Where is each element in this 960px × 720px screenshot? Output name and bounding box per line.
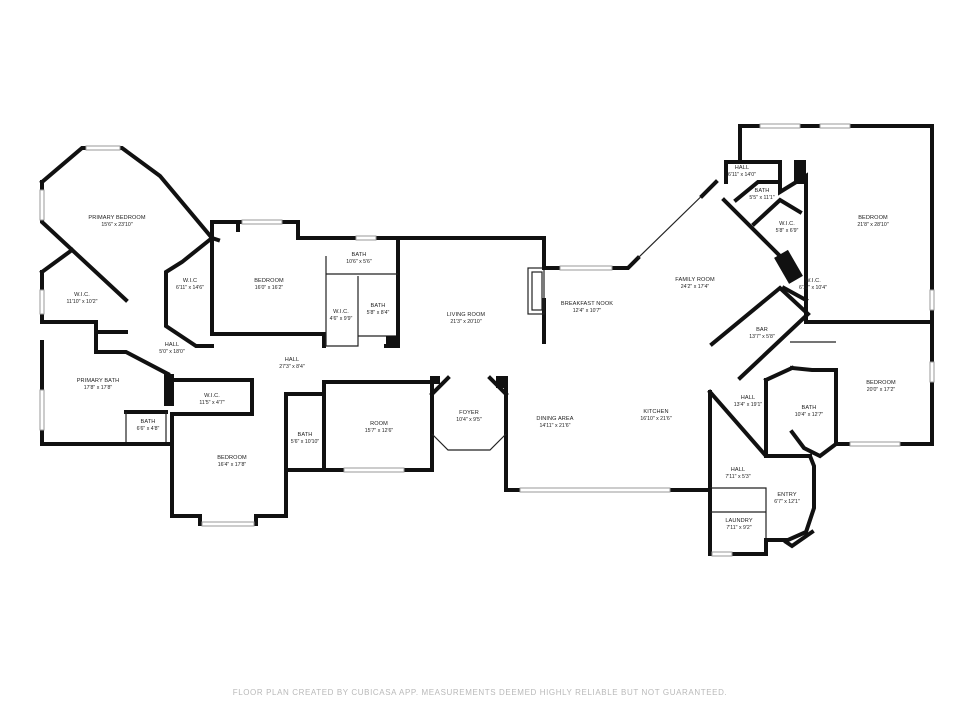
- room-dims: 7'11" x 5'3": [725, 474, 750, 480]
- room-dims: 24'2" x 17'4": [681, 284, 710, 290]
- room-dims: 17'8" x 17'8": [84, 385, 113, 391]
- room-dims: 27'3" x 8'4": [279, 364, 305, 370]
- room-name: BEDROOM: [254, 278, 284, 284]
- room-name: ROOM: [370, 421, 388, 427]
- room-name: FAMILY ROOM: [675, 277, 715, 283]
- room-name: LAUNDRY: [725, 518, 752, 524]
- room-dims: 16'4" x 17'8": [218, 462, 247, 468]
- room-dims: 6'6" x 4'8": [137, 426, 160, 432]
- room-name: KITCHEN: [643, 409, 668, 415]
- room-dims: 21'8" x 28'10": [857, 222, 888, 228]
- room-dims: 14'11" x 21'6": [540, 423, 571, 429]
- room-name: W.I.C: [183, 278, 197, 284]
- room-name: HALL: [731, 467, 745, 473]
- room-dims: 13'4" x 19'1": [734, 402, 763, 408]
- room-dims: 6'11" x 10'4": [799, 285, 827, 291]
- room-name: HALL: [735, 165, 749, 171]
- room-dims: 10'6" x 5'6": [346, 259, 372, 265]
- room-name: BREAKFAST NOOK: [561, 301, 613, 307]
- room-dims: 6'11" x 14'0": [728, 172, 756, 178]
- room-name: BATH: [755, 188, 770, 194]
- room-name: W.I.C.: [74, 292, 90, 298]
- room-dims: 11'5" x 4'7": [199, 400, 224, 406]
- room-name: ENTRY: [777, 492, 797, 498]
- room-dims: 5'0" x 18'0": [159, 349, 185, 355]
- room-name: BAR: [756, 327, 768, 333]
- walls: [39, 124, 934, 556]
- room-dims: 21'3" x 20'10": [450, 319, 481, 325]
- room-name: BEDROOM: [858, 215, 888, 221]
- room-dims: 16'10" x 21'6": [640, 416, 671, 422]
- room-name: DINING AREA: [536, 416, 573, 422]
- room-name: BATH: [298, 432, 313, 438]
- disclaimer-footer: FLOOR PLAN CREATED BY CUBICASA APP. MEAS…: [232, 688, 728, 697]
- room-dims: 5'8" x 8'4": [367, 310, 390, 316]
- room-dims: 13'7" x 5'8": [749, 334, 775, 340]
- room-name: HALL: [741, 395, 755, 401]
- room-name: HALL: [165, 342, 179, 348]
- room-name: BEDROOM: [217, 455, 247, 461]
- room-dims: 5'8" x 6'9": [776, 228, 799, 234]
- room-name: BATH: [802, 405, 817, 411]
- room-labels: PRIMARY BEDROOM 15'6" x 23'10" W.I.C. 11…: [67, 165, 896, 531]
- room-name: FOYER: [459, 410, 479, 416]
- room-dims: 20'0" x 17'2": [867, 387, 896, 393]
- room-dims: 7'11" x 9'2": [726, 525, 751, 531]
- room-name: W.I.C.: [805, 278, 821, 284]
- room-name: HALL: [285, 357, 299, 363]
- room-name: W.I.C.: [779, 221, 795, 227]
- room-name: LIVING ROOM: [447, 312, 486, 318]
- room-name: W.I.C.: [204, 393, 220, 399]
- room-dims: 5'5" x 11'1": [749, 195, 774, 201]
- room-dims: 10'4" x 9'5": [456, 417, 482, 423]
- room-dims: 10'4" x 12'7": [795, 412, 824, 418]
- room-dims: 6'7" x 12'1": [774, 499, 800, 505]
- room-dims: 4'6" x 9'9": [330, 316, 353, 322]
- room-name: PRIMARY BATH: [77, 378, 120, 384]
- room-dims: 15'6" x 23'10": [101, 222, 132, 228]
- room-dims: 6'11" x 14'6": [176, 285, 204, 291]
- room-dims: 15'7" x 12'6": [365, 428, 394, 434]
- room-dims: 16'0" x 16'2": [255, 285, 284, 291]
- windows: [39, 123, 935, 557]
- room-name: W.I.C.: [333, 309, 349, 315]
- room-dims: 12'4" x 10'7": [573, 308, 602, 314]
- room-name: BEDROOM: [866, 380, 896, 386]
- room-name: BATH: [371, 303, 386, 309]
- room-name: BATH: [352, 252, 367, 258]
- room-name: PRIMARY BEDROOM: [88, 215, 145, 221]
- room-dims: 11'10" x 10'2": [67, 299, 98, 305]
- room-name: BATH: [141, 419, 156, 425]
- room-dims: 5'6" x 10'10": [291, 439, 320, 445]
